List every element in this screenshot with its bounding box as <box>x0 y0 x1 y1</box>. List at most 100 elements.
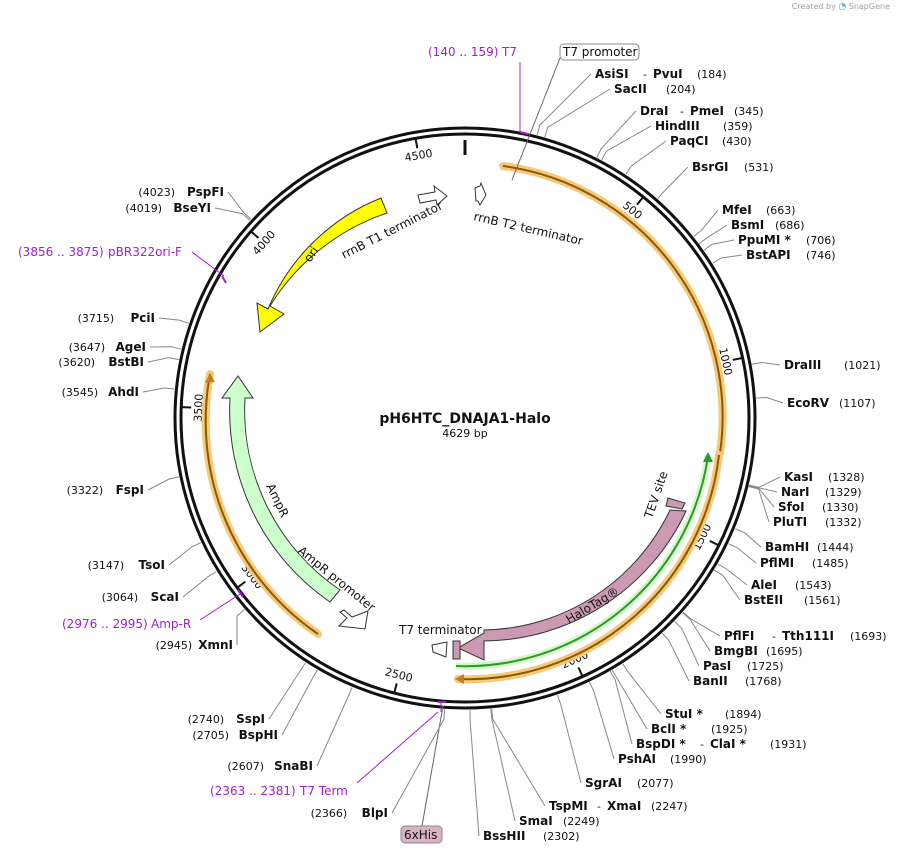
enzyme-leader-line <box>227 191 252 220</box>
enzyme-leader-line <box>214 207 251 221</box>
enzyme-name: PluTI <box>773 515 807 529</box>
enzyme-leader-line <box>698 224 728 245</box>
enzyme-name: BstBI <box>108 355 144 369</box>
enzyme-position: (1561) <box>804 594 841 607</box>
t7-terminator-arrow <box>431 641 448 658</box>
enzyme-leader-line <box>236 609 245 645</box>
enzyme-position: (1021) <box>844 359 881 372</box>
enzyme-position: (1693) <box>850 630 887 643</box>
enzyme-position: - <box>597 800 601 813</box>
enzyme-name: PpuMI * <box>738 233 792 247</box>
t7-terminator-label: T7 terminator <box>398 623 482 637</box>
enzyme-leader-line <box>147 476 180 491</box>
enzyme-position: - <box>643 68 647 81</box>
enzyme-leader-line <box>182 571 217 598</box>
enzyme-position: (3647) <box>69 341 106 354</box>
enzyme-position: (184) <box>697 68 727 81</box>
enzyme-name: BanII <box>693 674 728 688</box>
enzyme-leader-line <box>682 612 711 652</box>
ampr-feature <box>221 375 341 603</box>
enzyme-position: (1330) <box>822 501 859 514</box>
enzyme-leader-line <box>158 317 189 324</box>
enzyme-position: (2945) <box>156 639 193 652</box>
enzyme-name: PasI <box>703 659 731 673</box>
enzyme-position: (2366) <box>311 807 348 820</box>
primer-t7-marker <box>519 62 529 135</box>
enzyme-leader-line <box>756 396 784 404</box>
enzyme-position: (2705) <box>192 729 229 742</box>
enzyme-leader-line <box>751 361 781 366</box>
enzyme-leader-line <box>147 357 179 363</box>
enzyme-position: (706) <box>806 234 836 247</box>
enzyme-name: StuI * <box>665 707 704 721</box>
enzyme-leader-line <box>316 687 353 767</box>
enzyme-leader-line <box>748 486 770 523</box>
enzyme-position: (3064) <box>102 591 139 604</box>
enzyme-leader-line <box>728 543 757 564</box>
enzyme-leader-line <box>391 709 446 814</box>
enzyme-position: - <box>680 105 684 118</box>
enzyme-labels: AsiSI-PvuI(184)SacII(204)DraI-PmeI(345)H… <box>58 67 886 843</box>
primer-name-t7term: T7 Term <box>299 784 348 798</box>
orf-arc-right <box>454 162 727 684</box>
enzyme-leader-line <box>749 476 781 488</box>
enzyme-name: BlpI <box>362 806 388 820</box>
enzyme-name: SnaBI <box>274 759 313 773</box>
enzyme-name: SgrAI <box>585 776 622 790</box>
enzyme-leader-line <box>142 387 175 393</box>
enzyme-leader-line <box>268 662 307 720</box>
six-his-label-box: 6xHis <box>400 825 443 844</box>
six-his-label: 6xHis <box>404 828 437 842</box>
enzyme-position: (1332) <box>825 516 862 529</box>
enzyme-leader-line <box>693 209 719 237</box>
snapgene-logo-icon: ◔ <box>838 2 847 12</box>
enzyme-leader-line <box>168 542 202 566</box>
enzyme-position: (663) <box>766 204 796 217</box>
enzyme-name: AhdI <box>108 385 139 399</box>
tick-mark <box>250 230 260 239</box>
primer-range-pbr322ori: (3856 .. 3875) <box>18 245 104 259</box>
enzyme-leader-line <box>717 563 748 586</box>
snapgene-watermark: Created by ◔ SnapGene <box>792 2 890 12</box>
enzyme-name: BseYI <box>173 201 211 215</box>
enzyme-name: BamHI <box>765 540 809 554</box>
enzyme-name: XmaI <box>607 799 641 813</box>
enzyme-name: SacII <box>614 82 647 96</box>
enzyme-position: (2247) <box>651 800 688 813</box>
enzyme-name: FspI <box>116 483 144 497</box>
enzyme-leader-line <box>149 346 182 350</box>
enzyme-name: ClaI * <box>710 737 747 751</box>
tick-mark <box>577 666 584 677</box>
tick-mark <box>732 356 743 361</box>
enzyme-leader-line <box>281 669 318 736</box>
enzyme-position: (1107) <box>839 397 876 410</box>
t7-promoter-leader <box>511 57 561 181</box>
tev-site-marker <box>665 497 686 510</box>
enzyme-leader-line <box>596 110 637 158</box>
rrnb-t2-arrow <box>474 181 487 207</box>
tick-mark <box>236 580 246 589</box>
enzyme-name: DraI <box>640 104 668 118</box>
primer-t7term-marker <box>356 701 446 784</box>
enzyme-name: BsmI <box>731 218 764 232</box>
created-by-text: Created by <box>791 2 836 11</box>
enzyme-leader-line <box>469 709 480 837</box>
enzyme-name: PvuI <box>653 67 683 81</box>
enzyme-position: (359) <box>723 120 753 133</box>
enzyme-name: NarI <box>781 485 810 499</box>
enzyme-name: DraIII <box>784 358 821 372</box>
enzyme-name: MfeI <box>722 203 752 217</box>
enzyme-name: BstEII <box>744 593 783 607</box>
primer-range-t7: (140 .. 159) <box>428 45 498 59</box>
enzyme-name: SmaI <box>519 814 553 828</box>
rrnb-t1-arrow <box>417 184 448 206</box>
enzyme-position: (1329) <box>825 486 862 499</box>
enzyme-name: PflFI <box>724 629 754 643</box>
enzyme-leader-line <box>674 621 700 667</box>
enzyme-position: (204) <box>666 83 696 96</box>
enzyme-name: BspDI * <box>636 737 686 751</box>
enzyme-position: (1990) <box>670 753 707 766</box>
enzyme-name: PflMI <box>760 556 794 570</box>
tick-mark <box>414 138 419 149</box>
